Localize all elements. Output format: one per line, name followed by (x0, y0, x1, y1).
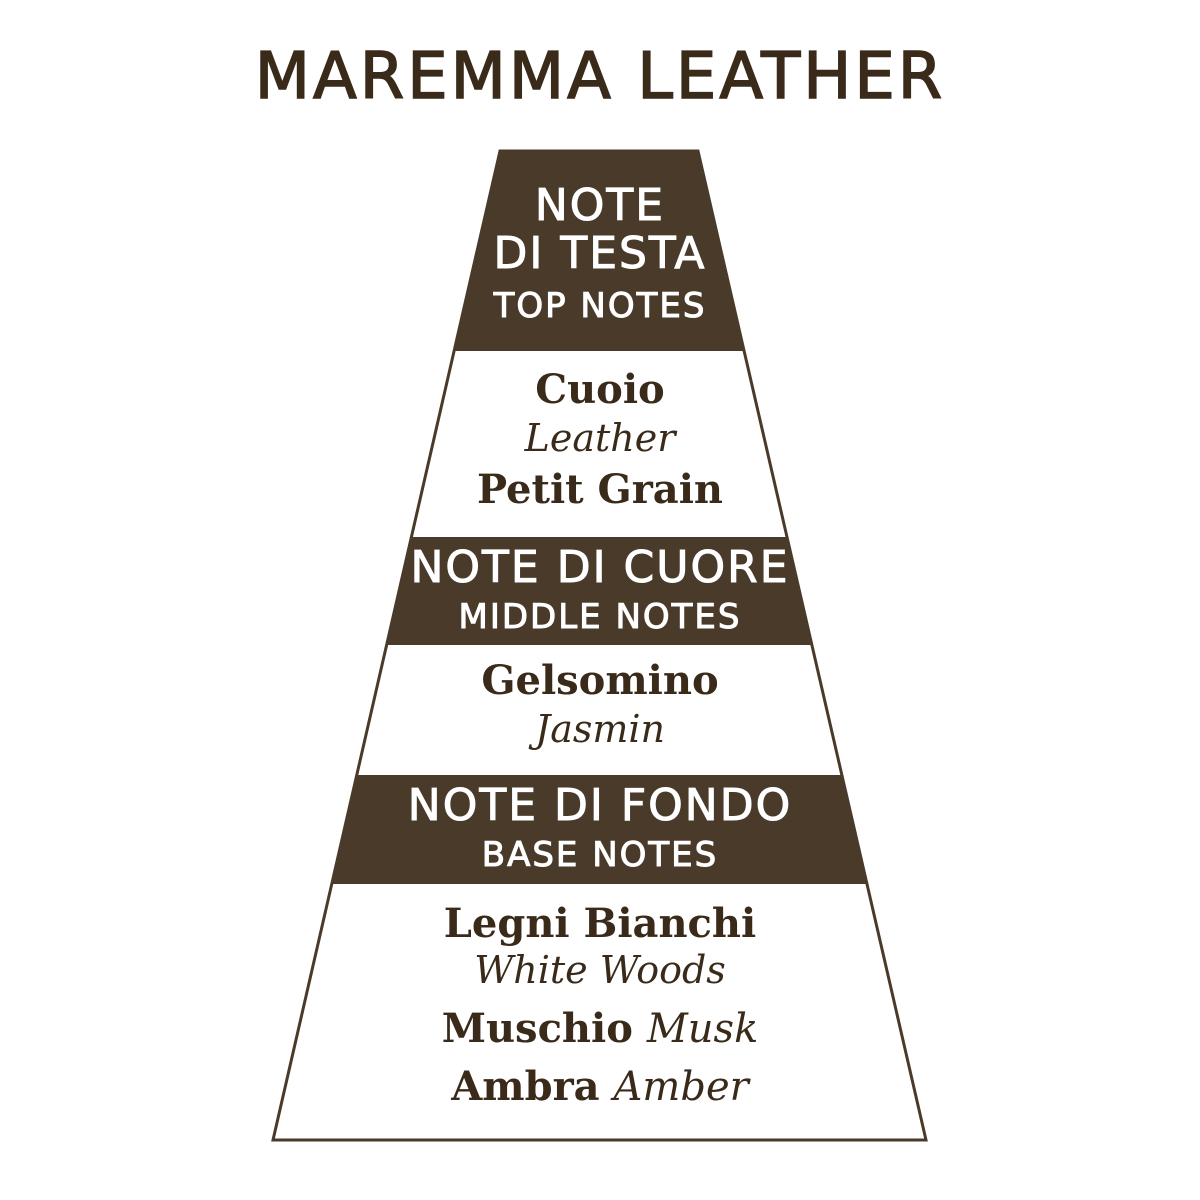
note-muschio: Muschio Musk (0, 1005, 1200, 1052)
top-notes-heading-line2: DI TESTA (493, 228, 707, 280)
middle-notes-heading-line1: NOTE DI CUORE (410, 542, 790, 594)
base-notes-heading-line1: NOTE DI FONDO (407, 780, 793, 832)
note-muschio-it: Muschio (441, 1005, 633, 1052)
base-notes-heading-line2: BASE NOTES (481, 835, 719, 876)
middle-notes-heading-line2: MIDDLE NOTES (458, 597, 742, 638)
note-leather: Leather (524, 416, 676, 460)
top-notes-heading-line1: NOTE (534, 180, 666, 232)
note-petit-grain: Petit Grain (477, 466, 723, 513)
note-legni-bianchi: Legni Bianchi (443, 900, 757, 947)
base-notes-band (332, 775, 866, 884)
note-cuoio: Cuoio (535, 366, 665, 413)
note-musk: Musk (646, 1006, 759, 1052)
note-ambra: Ambra Amber (0, 1063, 1200, 1110)
top-notes-heading-line3: TOP NOTES (493, 286, 707, 327)
note-gelsomino: Gelsomino (481, 657, 719, 704)
page-title: MAREMMA LEATHER (254, 39, 946, 115)
note-ambra-it: Ambra (451, 1063, 600, 1110)
note-amber: Amber (613, 1064, 749, 1110)
middle-notes-band (387, 537, 812, 645)
note-jasmin: Jasmin (534, 707, 666, 751)
note-white-woods: White Woods (474, 948, 726, 992)
top-notes-band (454, 151, 744, 351)
